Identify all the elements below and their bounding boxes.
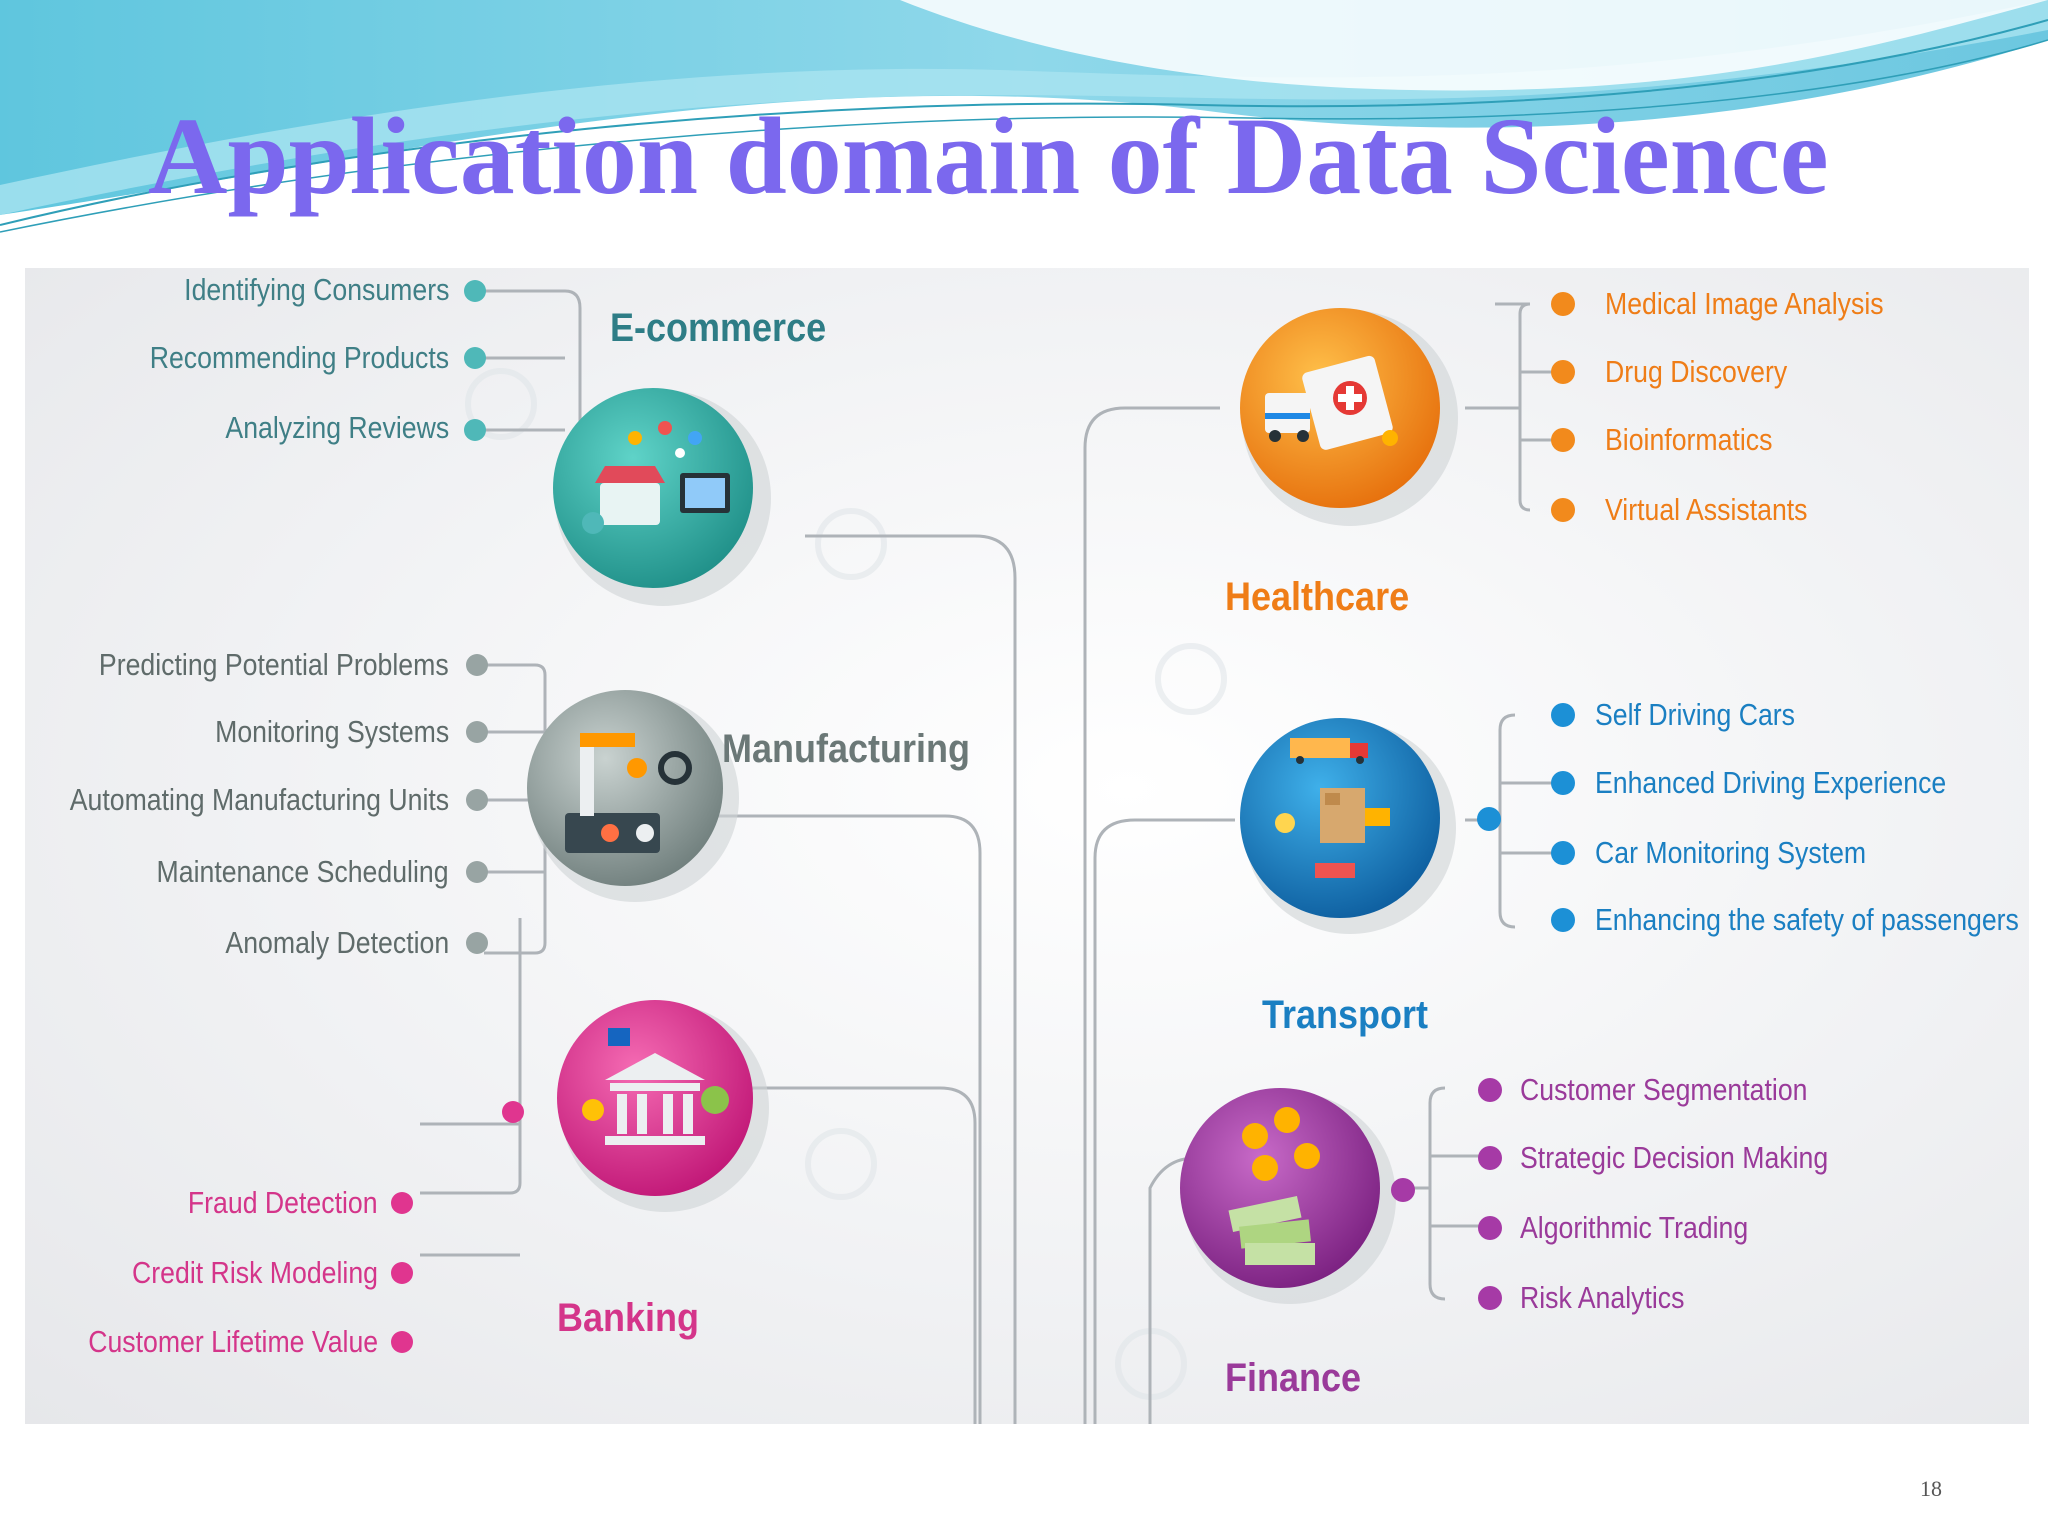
ecommerce-label: E-commerce — [610, 306, 827, 350]
finance-label: Finance — [1225, 1356, 1362, 1400]
watermark-logo — [815, 508, 887, 580]
healthcare-bullet — [1551, 292, 1575, 316]
finance-item: Risk Analytics — [1520, 1280, 1685, 1315]
banking-item: Credit Risk Modeling — [132, 1255, 378, 1290]
bullet-dots — [391, 280, 1575, 1353]
banking-label: Banking — [557, 1296, 700, 1340]
manufacturing-item: Automating Manufacturing Units — [69, 782, 449, 817]
transport-bullet — [1551, 703, 1575, 727]
truck-icon — [1275, 738, 1390, 878]
banking-bullet — [391, 1192, 413, 1214]
ecommerce-node-dot — [582, 512, 604, 534]
healthcare-label: Healthcare — [1225, 575, 1410, 619]
manufacturing-circle — [527, 690, 739, 902]
robot-arm-icon — [565, 733, 692, 853]
healthcare-circle — [1240, 308, 1458, 526]
header-wave-background — [0, 0, 2048, 233]
banking-item: Customer Lifetime Value — [88, 1324, 378, 1359]
ecommerce-circle — [553, 388, 771, 606]
connector-lines — [420, 289, 1565, 1424]
transport-node-dot — [1477, 807, 1501, 831]
domain-diagram — [420, 289, 1565, 1424]
banking-node-dot — [502, 1101, 524, 1123]
manufacturing-item: Monitoring Systems — [214, 714, 449, 749]
bank-icon — [582, 1028, 729, 1145]
manufacturing-bullet — [466, 861, 488, 883]
ecommerce-bullet — [464, 347, 486, 369]
transport-item: Enhanced Driving Experience — [1595, 765, 1947, 800]
finance-bullet — [1478, 1286, 1502, 1310]
healthcare-item: Medical Image Analysis — [1605, 286, 1884, 321]
shopping-icon — [595, 421, 730, 525]
finance-item: Algorithmic Trading — [1520, 1210, 1749, 1245]
manufacturing-bullet — [466, 654, 488, 676]
ecommerce-item: Recommending Products — [149, 340, 449, 375]
healthcare-item: Virtual Assistants — [1605, 492, 1808, 527]
transport-label: Transport — [1262, 993, 1429, 1037]
finance-bullet — [1478, 1146, 1502, 1170]
watermark-logo — [805, 1128, 877, 1200]
banking-item: Fraud Detection — [188, 1185, 378, 1220]
finance-circle — [1180, 1088, 1396, 1304]
transport-item: Self Driving Cars — [1595, 697, 1796, 732]
transport-bullet — [1551, 841, 1575, 865]
transport-item: Car Monitoring System — [1595, 835, 1867, 870]
healthcare-item: Bioinformatics — [1605, 422, 1773, 457]
healthcare-bullet — [1551, 428, 1575, 452]
ecommerce-bullet — [464, 419, 486, 441]
banking-bullet — [391, 1331, 413, 1353]
banking-bullet — [391, 1262, 413, 1284]
manufacturing-bullet — [466, 721, 488, 743]
banking-circle — [557, 1000, 769, 1212]
watermark-logo — [1155, 643, 1227, 715]
manufacturing-bullet — [466, 932, 488, 954]
transport-item: Enhancing the safety of passengers — [1595, 902, 2019, 937]
healthcare-item: Drug Discovery — [1605, 354, 1788, 389]
manufacturing-item: Maintenance Scheduling — [157, 854, 449, 889]
transport-bullet — [1551, 908, 1575, 932]
page-number: 18 — [1920, 1476, 1942, 1501]
transport-circle — [1240, 718, 1456, 934]
manufacturing-item: Anomaly Detection — [225, 925, 449, 960]
healthcare-bullet — [1551, 360, 1575, 384]
finance-node-dot — [1391, 1178, 1415, 1202]
finance-item: Strategic Decision Making — [1520, 1140, 1829, 1175]
transport-bullet — [1551, 771, 1575, 795]
ecommerce-item: Analyzing Reviews — [225, 410, 449, 445]
manufacturing-item: Predicting Potential Problems — [99, 647, 449, 682]
first-aid-icon — [1265, 355, 1398, 450]
finance-bullet — [1478, 1078, 1502, 1102]
slide-title: Application domain of Data Science — [148, 95, 1829, 217]
manufacturing-label: Manufacturing — [722, 727, 970, 771]
finance-bullet — [1478, 1216, 1502, 1240]
finance-item: Customer Segmentation — [1520, 1072, 1808, 1107]
healthcare-bullet — [1551, 498, 1575, 522]
infographic-panel: E-commerce Identifying Consumers Recomme… — [25, 268, 2029, 1424]
ecommerce-bullet — [464, 280, 486, 302]
money-icon — [1228, 1107, 1320, 1265]
manufacturing-bullet — [466, 789, 488, 811]
watermark-logo — [465, 368, 537, 440]
ecommerce-item: Identifying Consumers — [183, 272, 449, 307]
